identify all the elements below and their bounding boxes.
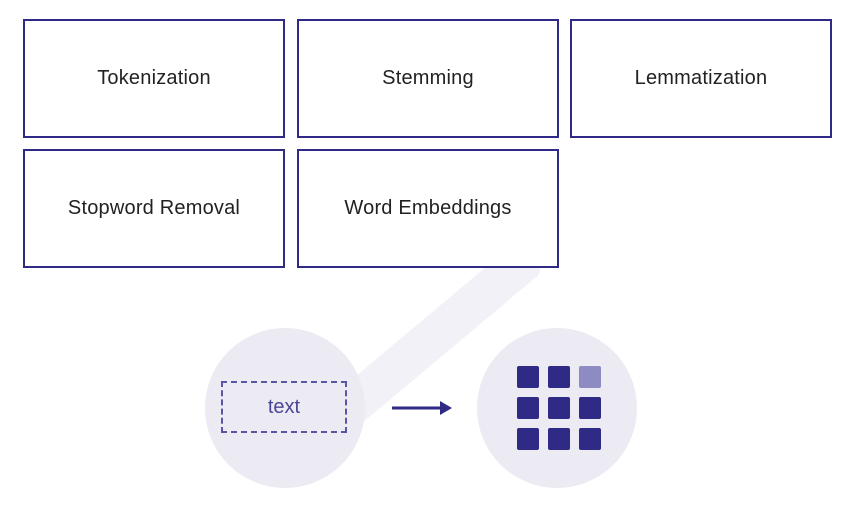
step-box-tokenization: Tokenization xyxy=(23,19,285,138)
grid-cell xyxy=(579,366,601,388)
vector-grid-icon xyxy=(517,366,601,450)
text-input-placeholder: text xyxy=(221,381,347,433)
step-label: Word Embeddings xyxy=(344,197,512,219)
grid-cell xyxy=(548,428,570,450)
step-label: Stemming xyxy=(382,67,474,89)
grid-cell xyxy=(579,397,601,419)
step-label: Lemmatization xyxy=(634,67,768,89)
grid-cell xyxy=(517,428,539,450)
grid-cell xyxy=(517,397,539,419)
arrow-right-icon xyxy=(392,401,452,415)
step-box-stemming: Stemming xyxy=(297,19,559,138)
step-label: Tokenization xyxy=(97,67,211,89)
step-box-stopword-removal: Stopword Removal xyxy=(23,149,285,268)
grid-cell xyxy=(548,366,570,388)
input-circle xyxy=(205,328,365,488)
step-box-lemmatization: Lemmatization xyxy=(570,19,832,138)
step-label: Stopword Removal xyxy=(67,197,241,219)
grid-cell xyxy=(548,397,570,419)
grid-cell xyxy=(579,428,601,450)
grid-cell xyxy=(517,366,539,388)
step-box-word-embeddings: Word Embeddings xyxy=(297,149,559,268)
text-input-label: text xyxy=(267,395,301,418)
